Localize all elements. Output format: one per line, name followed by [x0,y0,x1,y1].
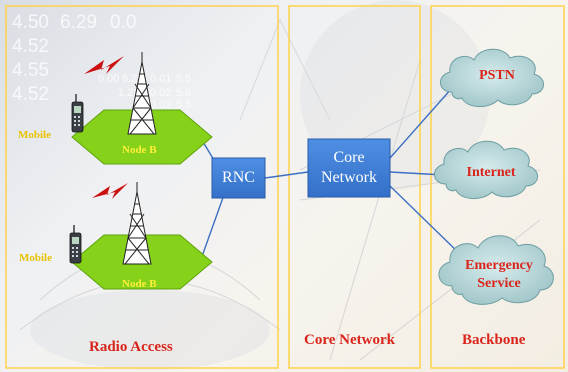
cloud-label-emergency-line2: Service [477,276,521,291]
nodeb-label: Node B [122,144,157,156]
backbone-zone [430,5,565,369]
cloud-label-internet: Internet [466,165,516,180]
bg-number: 1.23 [118,87,139,99]
radio-access-zone [5,5,279,369]
bg-number: 5.5 [176,99,191,111]
link-nodeb-bottom-rnc [199,191,226,263]
core-network-label-line1: Core [333,149,365,166]
cloud-label-pstn: PSTN [479,68,515,83]
link-rnc-core [264,171,309,179]
bg-number: 0.02 [150,87,171,99]
bg-number: 4.52 [12,84,49,105]
bg-number: 0.0 [110,12,136,33]
core-network-label-line2: Network [321,169,377,186]
bg-number: 0.00 [98,73,119,85]
core-network-box [307,138,391,198]
cloud-icon [434,140,538,199]
nodeb-label: Node B [122,278,157,290]
background-numbers: 4.50 6.29 0.0 4.52 4.55 4.52 0.00 6.29 0… [12,12,191,111]
cloud-icon [438,235,554,305]
zone-label-backbone: Backbone [462,332,526,348]
bg-number: 5.6 [176,87,191,99]
zone-label-radio-access: Radio Access [89,339,173,355]
links [199,87,463,263]
link-core-pstn [389,87,453,159]
cloud-label-emergency-line1: Emergency [465,258,533,273]
cloud-icon [440,48,544,107]
mobile-label: Mobile [18,129,51,141]
mobile-phone-icon [69,225,82,264]
antenna-tower-icon [127,52,157,135]
core-network-zone [288,5,421,369]
rnc-box [211,157,266,199]
mobile-phone-icon [71,94,84,133]
antenna-tower-icon [122,182,152,265]
rnc-label: RNC [222,169,255,186]
link-core-emergency [389,185,463,257]
bg-number: 5.5 [176,73,191,85]
zone-label-core-network: Core Network [304,332,395,348]
bg-number: 0.02 [150,99,171,111]
bg-number: 0.01 [150,73,171,85]
lightning-icon [84,56,124,74]
bg-number: 6.29 [60,12,97,33]
lightning-icon [92,183,128,199]
bg-number: 4.52 [12,36,49,57]
bg-number: 4.50 [12,12,49,33]
mobile-label: Mobile [19,252,52,264]
bg-number: 4.55 [12,60,49,81]
nodeb-top-hexagon [71,109,213,165]
